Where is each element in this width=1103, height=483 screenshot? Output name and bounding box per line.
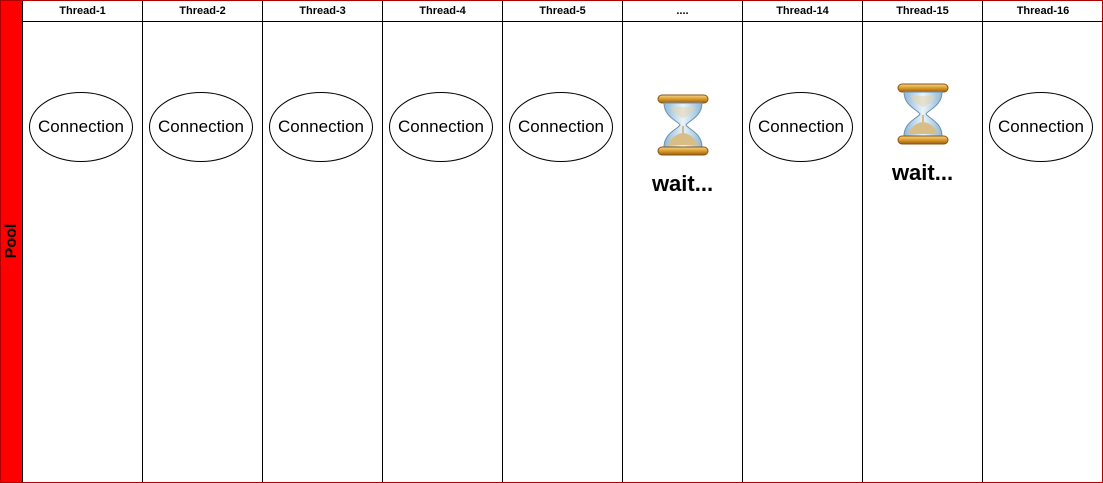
connection-node: Connection [269, 92, 373, 162]
wait-indicator: wait... [863, 82, 982, 186]
connection-node: Connection [749, 92, 853, 162]
connection-node: Connection [989, 92, 1093, 162]
lane-header: .... [623, 1, 742, 22]
lane-header: Thread-16 [983, 1, 1103, 22]
thread-lanes: Thread-1 Connection Thread-2 Connection … [23, 1, 1103, 482]
connection-node: Connection [29, 92, 133, 162]
lane-thread-14: Thread-14 Connection [743, 1, 863, 482]
wait-indicator: wait... [623, 93, 742, 197]
lane-thread-5: Thread-5 Connection [503, 1, 623, 482]
lane-thread-2: Thread-2 Connection [143, 1, 263, 482]
connection-node: Connection [509, 92, 613, 162]
connection-node: Connection [149, 92, 253, 162]
lane-ellipsis: .... [623, 1, 743, 482]
wait-label: wait... [651, 171, 714, 196]
lane-header: Thread-2 [143, 1, 262, 22]
lane-thread-4: Thread-4 Connection [383, 1, 503, 482]
wait-label: wait... [891, 160, 954, 185]
pool-sidebar: Pool [1, 1, 23, 482]
lane-thread-1: Thread-1 Connection [23, 1, 143, 482]
lane-header: Thread-14 [743, 1, 862, 22]
hourglass-icon [657, 94, 708, 156]
pool-label: Pool [3, 223, 20, 259]
lane-header: Thread-4 [383, 1, 502, 22]
connection-node: Connection [389, 92, 493, 162]
lane-header: Thread-5 [503, 1, 622, 22]
hourglass-icon [897, 83, 948, 145]
lane-thread-3: Thread-3 Connection [263, 1, 383, 482]
lane-thread-15: Thread-15 [863, 1, 983, 482]
lane-header: Thread-15 [863, 1, 982, 22]
lane-header: Thread-1 [23, 1, 142, 22]
lane-header: Thread-3 [263, 1, 382, 22]
lane-thread-16: Thread-16 Connection [983, 1, 1103, 482]
